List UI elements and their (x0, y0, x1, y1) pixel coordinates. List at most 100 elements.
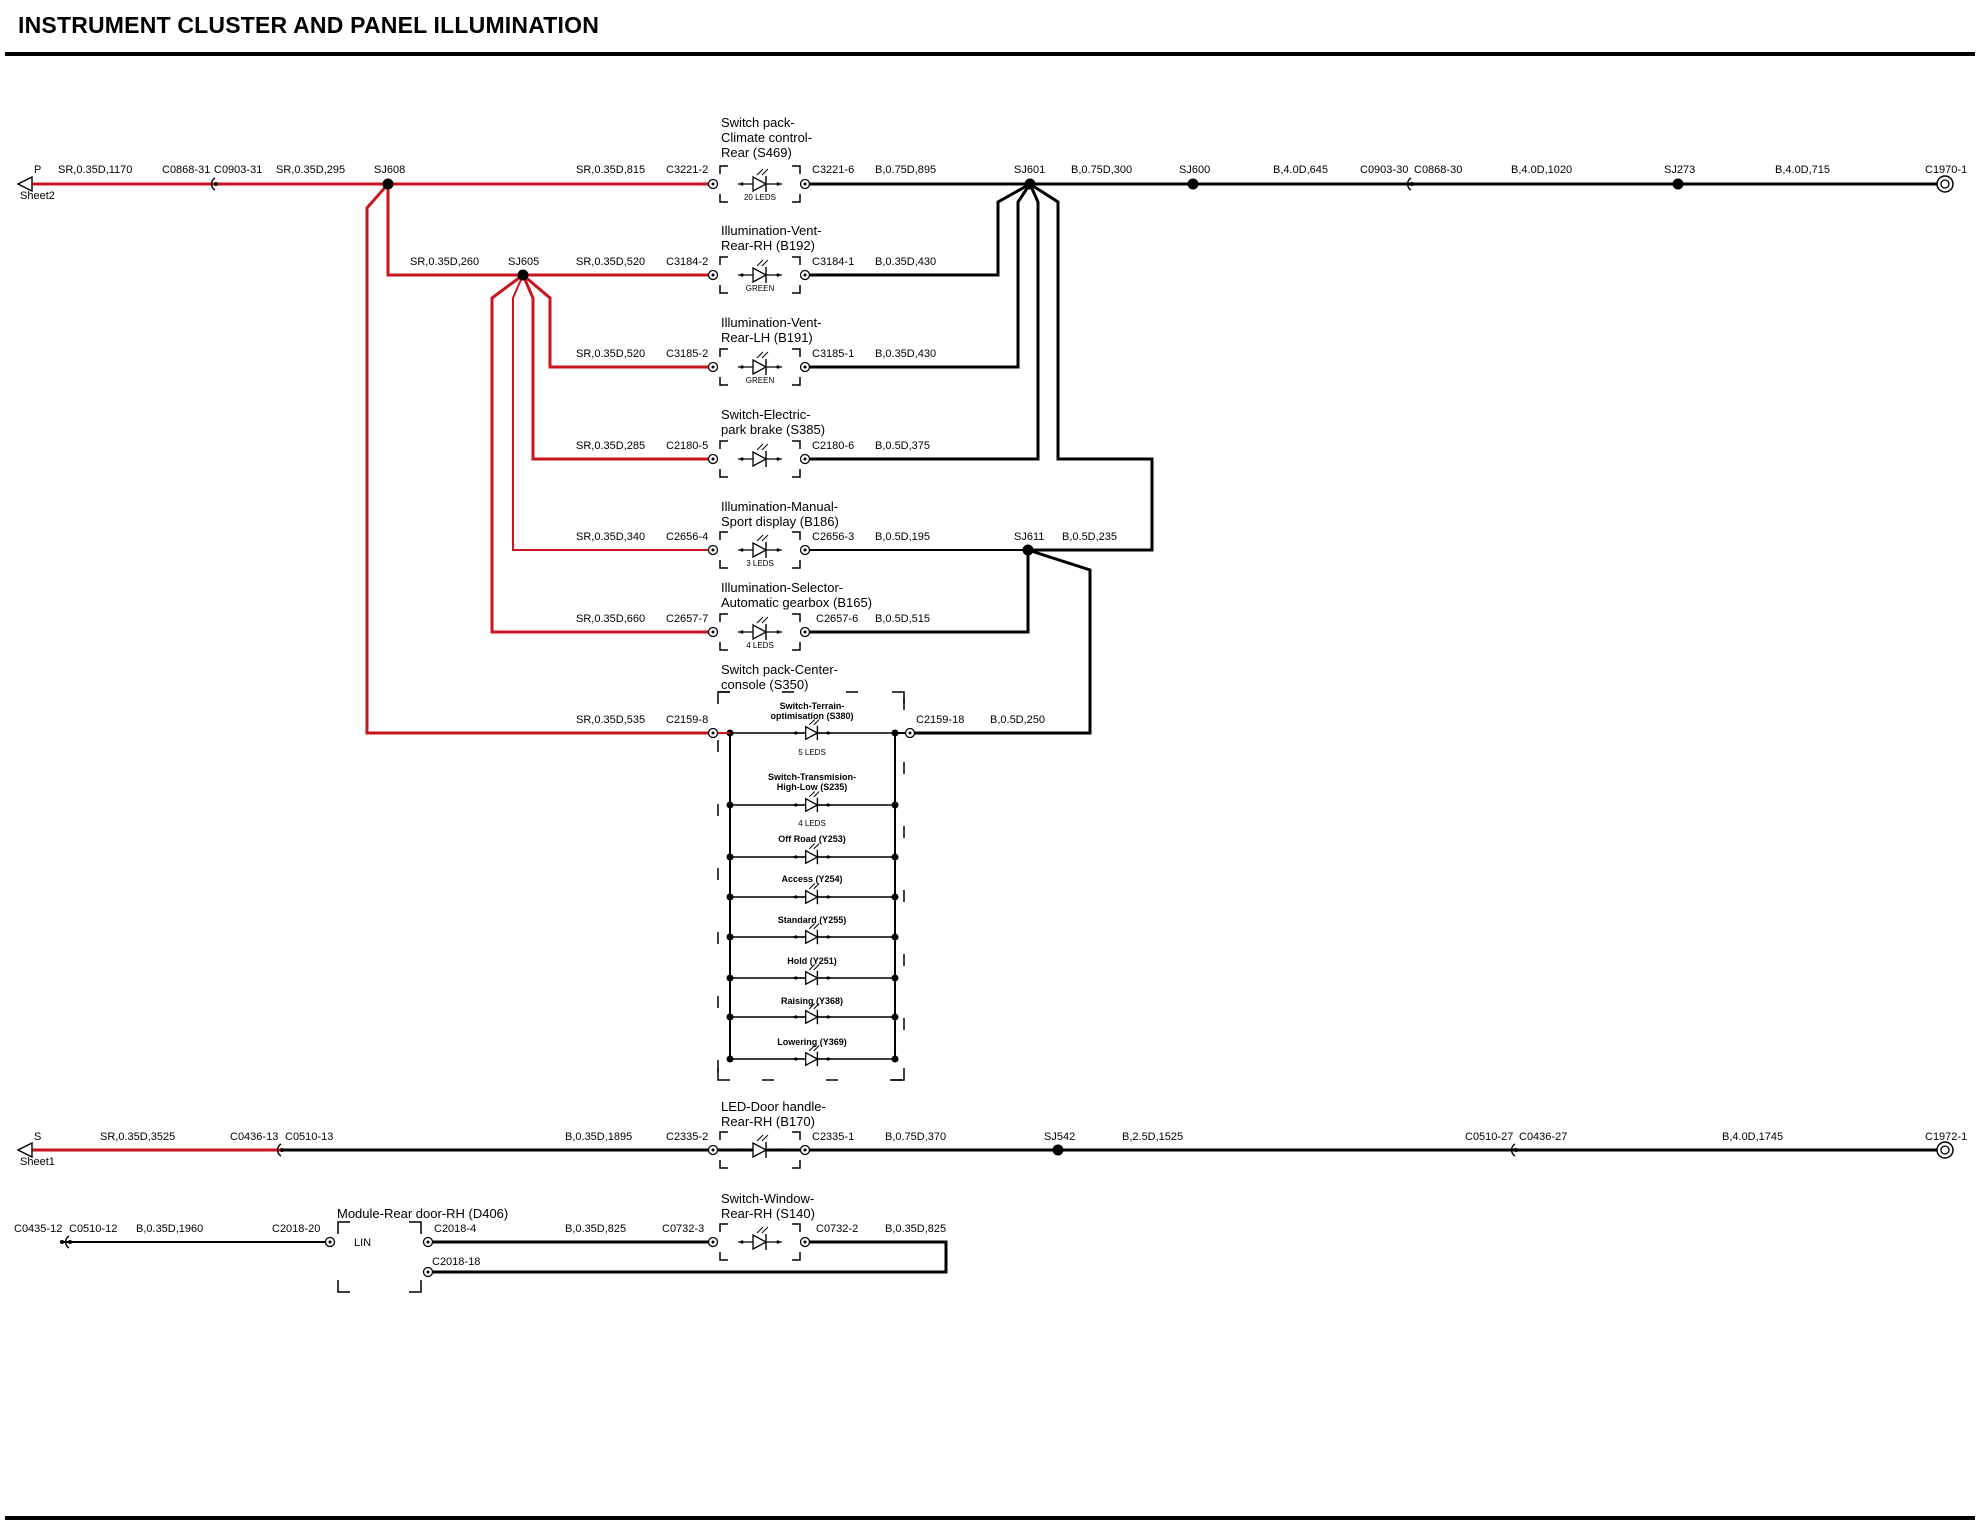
b192-box-in-term-pin (711, 273, 715, 277)
gnd-c2180 (805, 183, 1040, 461)
y368-led-n2 (826, 1015, 830, 1019)
feed-sj605-c2180 (521, 274, 713, 461)
y368-node-l (726, 1013, 734, 1021)
c0510-27-inline (1510, 1143, 1516, 1157)
s235-label: Switch-Transmision- (768, 772, 856, 782)
y253-led-n1 (794, 855, 798, 859)
s235-label: High-Low (S235) (777, 782, 848, 792)
feed-sj605-c3185 (522, 273, 713, 369)
y369-led-ray (808, 1045, 816, 1052)
conn-c2335-1: C2335-1 (812, 1131, 854, 1143)
b192-led (752, 266, 768, 284)
s235-note: 4 LEDS (798, 819, 826, 828)
y251-node-l (726, 974, 734, 982)
y255-label: Standard (Y255) (778, 915, 847, 925)
component-b165-label: Illumination-Selector- (721, 580, 843, 595)
d406-box (337, 1221, 422, 1293)
conn-c0903-30: C0903-30 (1360, 164, 1408, 176)
y368-node-r (891, 1013, 899, 1021)
c0732-2-term-pin (803, 1240, 807, 1244)
c2018-18-term-pin (426, 1270, 430, 1274)
c2159-8-term-pin (711, 731, 715, 735)
wire-w19: SR,0.35D,660 (576, 613, 645, 625)
b191-box-in-term-pin (711, 365, 715, 369)
s385-box-out-term-pin (803, 457, 807, 461)
y255-node-r (891, 933, 899, 941)
ref-s: S (34, 1131, 41, 1143)
conn-c0436-27: C0436-27 (1519, 1131, 1567, 1143)
s235-led-n1 (794, 803, 798, 807)
component-b192-label: Illumination-Vent- (721, 223, 821, 238)
c0732-3-term-pin (711, 1240, 715, 1244)
gnd-c3185 (805, 183, 1032, 369)
s140-led-ray2 (761, 1226, 769, 1234)
y369-node-l (726, 1055, 734, 1063)
conn-c1972-1: C1972-1 (1925, 1131, 1967, 1143)
b186-led-n1 (740, 548, 744, 552)
s469-led-ray2 (761, 168, 769, 176)
y253-node-l (726, 853, 734, 861)
conn-c0732-2: C0732-2 (816, 1223, 858, 1235)
component-b191-label: Illumination-Vent- (721, 315, 821, 330)
y251-node-r (891, 974, 899, 982)
conn-c0903-31: C0903-31 (214, 164, 262, 176)
b165-box (719, 613, 801, 651)
y255-led-ray (808, 923, 816, 930)
wire-w14: SR,0.35D,285 (576, 440, 645, 452)
y255-led-n2 (826, 935, 830, 939)
component-b186-label: Illumination-Manual- (721, 499, 838, 514)
conn-c3221-2: C3221-2 (666, 164, 708, 176)
s385-led-ray2 (761, 443, 769, 451)
s235-led-ray (808, 791, 816, 798)
b192-led-n2 (776, 273, 780, 277)
b165-note: 4 LEDS (746, 641, 774, 650)
component-b170-label: Rear-RH (B170) (721, 1114, 815, 1129)
d406-label: Module-Rear door-RH (D406) (337, 1206, 508, 1221)
component-s350-label: console (S350) (721, 677, 808, 692)
y253-led-ray (808, 843, 816, 850)
b165-box-in-term-pin (711, 630, 715, 634)
s385-led (752, 450, 768, 468)
conn-c2180-6: C2180-6 (812, 440, 854, 452)
b186-box-in-term-pin (711, 548, 715, 552)
feed-sj608-sj605 (386, 184, 713, 277)
y255-led-ray2 (813, 923, 820, 930)
feed-sj605-c2657 (490, 273, 713, 634)
s235-node-l (726, 801, 734, 809)
b191-led-ray (756, 351, 764, 359)
c0435-12-pin (60, 1240, 64, 1244)
wire-w2: SR,0.35D,295 (276, 164, 345, 176)
y255-led-n1 (794, 935, 798, 939)
b192-box (719, 256, 801, 294)
b186-box-out-term-pin (803, 548, 807, 552)
conn-c0868-30: C0868-30 (1414, 164, 1462, 176)
y255-led (805, 929, 819, 945)
component-b165-label: Automatic gearbox (B165) (721, 595, 872, 610)
b192-note: GREEN (746, 284, 775, 293)
wire-w13: B,0.35D,430 (875, 348, 936, 360)
b186-led (752, 541, 768, 559)
s140-led (752, 1233, 768, 1251)
y369-led-n1 (794, 1057, 798, 1061)
s380-led-ray (808, 719, 816, 726)
s235-node-r (891, 801, 899, 809)
c2159-18-term-pin (908, 731, 912, 735)
y251-label: Hold (Y251) (787, 956, 837, 966)
conn-c2180-5: C2180-5 (666, 440, 708, 452)
c1972-1-term-inner (1940, 1145, 1950, 1155)
s469-led-n2 (776, 182, 780, 186)
sheet1-ref-arrow (16, 1141, 33, 1159)
conn-c3185-2: C3185-2 (666, 348, 708, 360)
s385-led-ray (756, 443, 764, 451)
y368-led-ray (808, 1003, 816, 1010)
page-title: INSTRUMENT CLUSTER AND PANEL ILLUMINATIO… (18, 12, 600, 38)
b170-led (752, 1141, 768, 1159)
s469-led-n1 (740, 182, 744, 186)
c0436-13-inline-pin (280, 1148, 284, 1152)
component-s469-label: Climate control- (721, 130, 812, 145)
conn-c2657-6: C2657-6 (816, 613, 858, 625)
conn-c2656-3: C2656-3 (812, 531, 854, 543)
b192-led-ray2 (761, 259, 769, 267)
b165-led-ray2 (761, 616, 769, 624)
